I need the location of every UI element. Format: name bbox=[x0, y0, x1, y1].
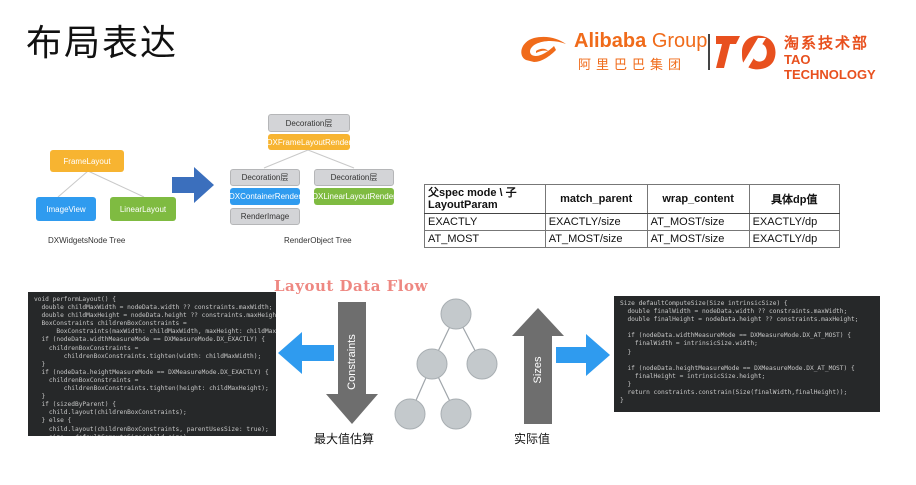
code-line: void performLayout() { bbox=[34, 296, 116, 303]
spec-mode-table: 父spec mode \ 子 LayoutParam match_parent … bbox=[424, 184, 841, 248]
sizes-label: Sizes bbox=[532, 356, 544, 384]
render-tree-edges bbox=[263, 149, 355, 169]
code-line: } bbox=[34, 393, 46, 401]
logo-divider bbox=[708, 34, 710, 70]
constraints-down-arrow-icon bbox=[326, 302, 378, 424]
code-line: childrenBoxConstraints.tighten(width: ch… bbox=[34, 352, 262, 360]
code-line: BoxConstraints(maxWidth: childMaxWidth, … bbox=[56, 328, 276, 336]
render-node-decoration-top: Decoration层 bbox=[268, 114, 350, 132]
alibaba-wordmark: Alibaba Group bbox=[574, 30, 707, 53]
flow-tree-graph bbox=[394, 298, 498, 430]
code-line: if (nodeData.heightMeasureMode == DXMeas… bbox=[34, 368, 269, 376]
widget-tree-edges bbox=[57, 170, 145, 198]
sizes-caption: 实际值 bbox=[514, 432, 551, 446]
table-cell: EXACTLY/size bbox=[544, 213, 648, 231]
tree-node-right bbox=[466, 348, 498, 380]
code-line: } bbox=[620, 348, 632, 356]
render-node-decoration-left: Decoration层 bbox=[230, 169, 300, 186]
code-line: if (sizedByParent) { bbox=[34, 401, 116, 409]
table-cell: AT_MOST bbox=[424, 230, 546, 248]
code-line: childrenBoxConstraints.tighten(height: c… bbox=[34, 385, 269, 393]
code-line bbox=[620, 324, 874, 332]
code-line: child.layout(childrenBoxConstraints); bbox=[34, 409, 187, 417]
flow-title: Layout Data Flow bbox=[274, 277, 428, 295]
code-line: if (nodeData.heightMeasureMode == DXMeas… bbox=[620, 364, 855, 372]
table-header-cell: wrap_content bbox=[646, 184, 750, 214]
code-line: double finalHeight = nodeData.height ?? … bbox=[620, 316, 859, 324]
constraints-label: Constraints bbox=[346, 334, 358, 390]
render-node-frame-render: DXFrameLayoutRender bbox=[267, 134, 351, 150]
code-line: } else { bbox=[34, 417, 72, 425]
table-cell: EXACTLY/dp bbox=[748, 213, 841, 231]
code-line: } bbox=[620, 397, 624, 405]
render-node-container-render: DXContainerRender bbox=[229, 188, 301, 205]
corner-line-2: LayoutParam bbox=[428, 199, 498, 211]
code-line: finalHeight = intrinsicSize.height; bbox=[620, 372, 766, 380]
tree-node-left bbox=[416, 348, 448, 380]
tree-transform-arrow-icon bbox=[172, 167, 214, 203]
table-cell: EXACTLY bbox=[424, 213, 546, 231]
code-line: finalWidth = intrinsicSize.width; bbox=[620, 340, 758, 348]
alibaba-logo-icon bbox=[521, 36, 566, 62]
code-line: double finalWidth = nodeData.width ?? co… bbox=[620, 308, 848, 316]
sizes-up-arrow-icon bbox=[512, 308, 564, 424]
code-line: childrenBoxConstraints = bbox=[34, 376, 139, 384]
code-line: size = defaultComputeSize(child.size); bbox=[34, 434, 270, 436]
widget-node-linearlayout: LinearLayout bbox=[110, 197, 176, 221]
alibaba-group-word: Group bbox=[651, 30, 708, 52]
render-tree-caption: RenderObject Tree bbox=[284, 236, 352, 245]
logo-area: Alibaba Group 阿里巴巴集团 淘系技术部 TAO TECHNOLOG… bbox=[516, 30, 896, 82]
tao-en-name: TAO TECHNOLOGY bbox=[784, 52, 876, 82]
code-line: BoxConstraints childrenBoxConstraints = bbox=[34, 320, 187, 328]
render-node-decoration-right: Decoration层 bbox=[314, 169, 394, 186]
code-line: } bbox=[620, 380, 632, 388]
corner-line-1: 父spec mode \ 子 bbox=[428, 187, 517, 199]
table-cell: AT_MOST/size bbox=[646, 213, 750, 231]
code-line: Size defaultComputeSize(Size intrinsicSi… bbox=[620, 300, 788, 307]
tao-cn-name: 淘系技术部 bbox=[784, 34, 870, 52]
right-blue-arrow-icon bbox=[556, 334, 610, 376]
code-panel-compute-size: Size defaultComputeSize(Size intrinsicSi… bbox=[614, 296, 880, 412]
widget-node-framelayout: FrameLayout bbox=[50, 150, 124, 172]
tao-logo-icon bbox=[716, 35, 776, 70]
code-line: } bbox=[34, 360, 46, 368]
table-row: AT_MOST AT_MOST/size AT_MOST/size EXACTL… bbox=[424, 230, 841, 248]
table-cell: AT_MOST/size bbox=[646, 230, 750, 248]
table-header-cell: 具体dp值 bbox=[748, 184, 841, 214]
code-line: child.layout(childrenBoxConstraints, par… bbox=[34, 425, 269, 433]
table-header-row: 父spec mode \ 子 LayoutParam match_parent … bbox=[424, 184, 841, 214]
widget-tree-caption: DXWidgetsNode Tree bbox=[48, 236, 126, 245]
page-title: 布局表达 bbox=[26, 23, 179, 64]
tree-node-leaf-1 bbox=[394, 398, 426, 430]
alibaba-cn-name: 阿里巴巴集团 bbox=[578, 58, 687, 73]
code-line bbox=[620, 357, 874, 365]
code-line: if (nodeData.widthMeasureMode == DXMeasu… bbox=[620, 332, 851, 340]
tree-node-leaf-2 bbox=[440, 398, 472, 430]
render-node-renderimage: RenderImage bbox=[230, 208, 300, 225]
code-line: double childMaxWidth = nodeData.width ??… bbox=[34, 304, 273, 312]
code-line: if (nodeData.widthMeasureMode == DXMeasu… bbox=[34, 336, 265, 344]
alibaba-name: Alibaba bbox=[574, 30, 647, 52]
table-cell: EXACTLY/dp bbox=[748, 230, 841, 248]
constraints-caption: 最大值估算 bbox=[314, 432, 375, 446]
widget-node-imageview: ImageView bbox=[36, 197, 96, 221]
code-line: childrenBoxConstraints = bbox=[34, 344, 139, 352]
code-panel-perform-layout: void performLayout() { double childMaxWi… bbox=[28, 292, 276, 436]
table-cell: AT_MOST/size bbox=[544, 230, 648, 248]
left-blue-arrow-icon bbox=[278, 332, 334, 374]
render-node-linear-render: DXLinearLayoutRender bbox=[312, 188, 396, 205]
tree-node-root bbox=[440, 298, 472, 330]
table-row: EXACTLY EXACTLY/size AT_MOST/size EXACTL… bbox=[424, 213, 841, 231]
table-header-corner: 父spec mode \ 子 LayoutParam bbox=[424, 184, 546, 214]
table-header-cell: match_parent bbox=[544, 184, 648, 214]
code-line: double childMaxHeight = nodeData.height … bbox=[34, 312, 276, 320]
code-line: return constraints.constrain(Size(finalW… bbox=[620, 389, 848, 397]
